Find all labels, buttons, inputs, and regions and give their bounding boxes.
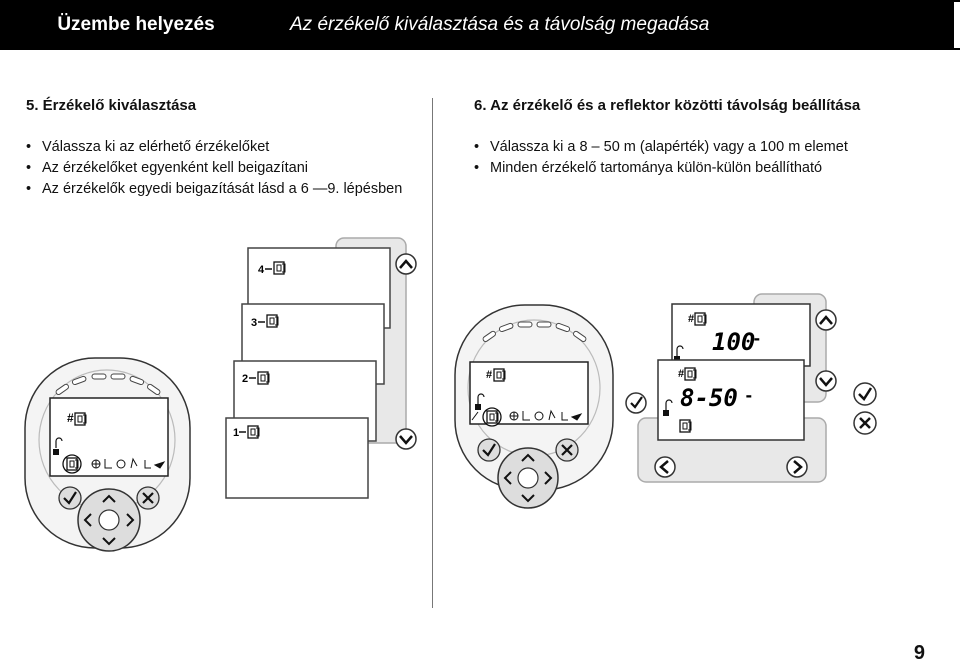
card-number: 1 — [233, 427, 239, 439]
close-icon — [561, 444, 573, 456]
chevron-down-icon — [102, 537, 116, 546]
step6-heading: 6. Az érzékelő és a reflektor közötti tá… — [474, 97, 861, 114]
list-item: Minden érzékelő tartománya külön-külön b… — [474, 158, 848, 179]
column-divider — [432, 98, 433, 608]
chevron-down-icon — [819, 377, 833, 387]
chevron-up-icon — [102, 494, 116, 503]
section-title: Üzembe helyezés — [0, 0, 272, 50]
range-card-100: # 100 - — [671, 303, 811, 367]
list-item: Válassza ki a 8 – 50 m (alapérték) vagy … — [474, 137, 848, 158]
svg-text:#: # — [486, 369, 492, 381]
page-title: Az érzékelő kiválasztása és a távolság m… — [272, 2, 954, 48]
check-icon — [482, 443, 496, 457]
check-icon — [858, 387, 873, 401]
chevron-up-icon — [399, 259, 413, 269]
left-button[interactable] — [654, 456, 676, 478]
confirm-button[interactable] — [853, 382, 877, 406]
lock-icon — [477, 393, 485, 404]
card-number: 3 — [251, 317, 257, 329]
chevron-right-icon — [544, 471, 553, 485]
chevron-up-icon — [819, 315, 833, 325]
card-number: 4 — [258, 264, 265, 276]
chevron-left-icon — [503, 471, 512, 485]
svg-text:-: - — [752, 329, 762, 348]
svg-text:#: # — [678, 368, 684, 380]
device-left: # — [24, 357, 191, 552]
page-number: 9 — [913, 642, 925, 664]
lock-icon — [676, 345, 684, 356]
card-number: 2 — [242, 373, 248, 385]
chevron-right-icon — [793, 460, 803, 474]
svg-text:#: # — [688, 313, 694, 325]
lock-icon — [665, 399, 673, 410]
chevron-right-icon — [126, 513, 135, 527]
step5-bullets: Válassza ki az elérhető érzékelőket Az é… — [26, 137, 402, 200]
sensor-card-1: 1 — [225, 417, 369, 499]
list-item: Az érzékelőket egyenként kell beigazítan… — [26, 158, 402, 179]
confirm-button-small[interactable] — [625, 392, 647, 414]
svg-text:-: - — [744, 386, 754, 405]
close-icon — [859, 417, 871, 429]
header-title-box: Az érzékelő kiválasztása és a távolság m… — [272, 2, 960, 48]
page-header: Üzembe helyezés Az érzékelő kiválasztása… — [0, 0, 960, 50]
svg-text:#: # — [67, 411, 74, 425]
range-card-8-50: # 8-50 - — [657, 359, 805, 441]
device-right: # — [454, 304, 614, 509]
close-icon — [142, 492, 154, 504]
chevron-down-icon — [399, 435, 413, 445]
step5-heading: 5. Érzékelő kiválasztása — [26, 97, 197, 114]
step6-bullets: Válassza ki a 8 – 50 m (alapérték) vagy … — [474, 137, 848, 179]
right-button[interactable] — [786, 456, 808, 478]
check-icon — [63, 491, 77, 505]
chevron-left-icon — [83, 513, 92, 527]
up-button[interactable] — [815, 309, 837, 331]
confirm-button[interactable] — [477, 438, 501, 462]
cancel-button[interactable] — [853, 411, 877, 435]
list-item: Válassza ki az elérhető érzékelőket — [26, 137, 402, 158]
up-button[interactable] — [395, 253, 417, 275]
list-item: Az érzékelők egyedi beigazítását lásd a … — [26, 179, 402, 200]
check-icon — [630, 396, 643, 409]
chevron-down-icon — [521, 494, 535, 503]
range-value-8-50: 8-50 — [680, 384, 738, 412]
lock-icon — [55, 437, 63, 448]
chevron-up-icon — [521, 453, 535, 462]
chevron-left-icon — [659, 460, 669, 474]
down-button[interactable] — [395, 428, 417, 450]
range-value-100: 100 — [712, 328, 755, 356]
down-button[interactable] — [815, 370, 837, 392]
